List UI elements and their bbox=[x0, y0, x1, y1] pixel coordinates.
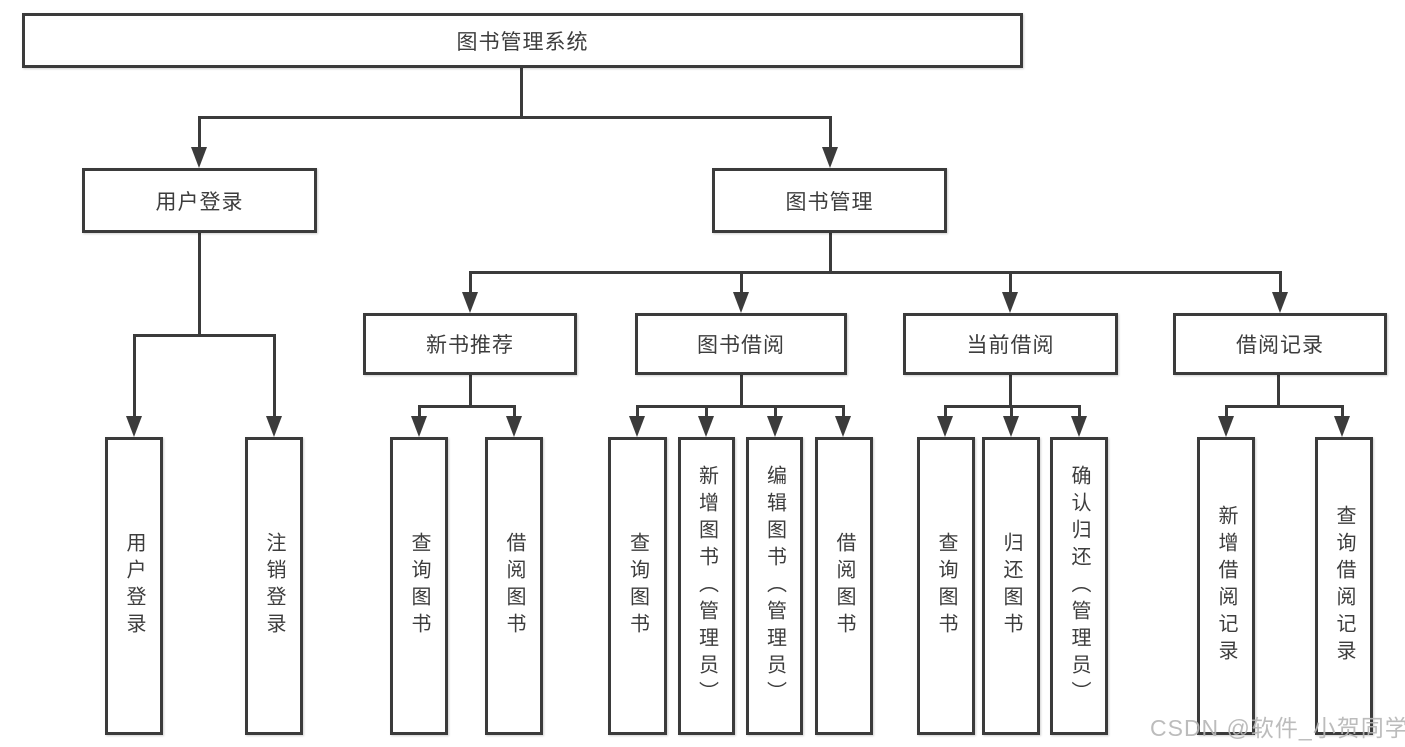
node-book-management: 图书管理 bbox=[712, 168, 947, 233]
arrowhead bbox=[698, 416, 714, 437]
leaf-records-add-label: 新增借阅记录 bbox=[1215, 505, 1237, 667]
arrowhead bbox=[1003, 416, 1019, 437]
edge-newbooks-split bbox=[418, 405, 516, 408]
edge-bookmgmt-drop3 bbox=[1009, 271, 1012, 295]
node-root: 图书管理系统 bbox=[22, 13, 1023, 68]
node-new-book-recommend-label: 新书推荐 bbox=[426, 334, 514, 357]
leaf-borrow-borrow: 借阅图书 bbox=[815, 437, 873, 735]
leaf-records-add: 新增借阅记录 bbox=[1197, 437, 1255, 735]
leaf-borrow-add-admin: 新增图书（管理员） bbox=[678, 437, 735, 735]
leaf-current-return-label: 归还图书 bbox=[1000, 532, 1022, 640]
edge-borrow-stem bbox=[740, 375, 743, 408]
arrowhead bbox=[1071, 416, 1087, 437]
node-root-label: 图书管理系统 bbox=[456, 30, 589, 54]
edge-root-drop-right bbox=[829, 116, 832, 150]
edge-current-stem bbox=[1009, 375, 1012, 408]
edge-userlogin-split bbox=[133, 334, 276, 337]
arrowhead bbox=[733, 292, 749, 313]
leaf-newbooks-query: 查询图书 bbox=[390, 437, 448, 735]
arrowhead bbox=[411, 416, 427, 437]
edge-records-stem bbox=[1277, 375, 1280, 408]
edge-bookmgmt-split bbox=[469, 271, 1282, 274]
edge-borrow-drop3 bbox=[774, 405, 777, 419]
leaf-newbooks-borrow-label: 借阅图书 bbox=[503, 532, 525, 640]
arrowhead bbox=[629, 416, 645, 437]
leaf-borrow-add-admin-label: 新增图书（管理员） bbox=[695, 464, 718, 708]
edge-borrow-drop4 bbox=[842, 405, 845, 419]
edge-root-split bbox=[198, 116, 832, 119]
leaf-records-query: 查询借阅记录 bbox=[1315, 437, 1373, 735]
node-current-borrow-label: 当前借阅 bbox=[966, 334, 1055, 357]
arrowhead bbox=[1334, 416, 1350, 437]
edge-current-drop1 bbox=[944, 405, 947, 419]
leaf-records-query-label: 查询借阅记录 bbox=[1333, 505, 1355, 667]
leaf-newbooks-query-label: 查询图书 bbox=[408, 532, 430, 640]
edge-records-drop2 bbox=[1341, 405, 1344, 419]
arrowhead bbox=[191, 147, 207, 168]
edge-userlogin-stem bbox=[198, 233, 201, 336]
edge-root-stem bbox=[520, 68, 523, 118]
arrowhead bbox=[506, 416, 522, 437]
csdn-watermark: CSDN @软件_小贺同学 bbox=[1150, 715, 1405, 741]
edge-current-drop3 bbox=[1078, 405, 1081, 419]
leaf-user-login: 用户登录 bbox=[105, 437, 163, 735]
arrowhead bbox=[835, 416, 851, 437]
leaf-user-login-label: 用户登录 bbox=[123, 532, 145, 640]
edge-records-split bbox=[1225, 405, 1344, 408]
edge-borrow-drop2 bbox=[705, 405, 708, 419]
node-user-login: 用户登录 bbox=[82, 168, 317, 233]
arrowhead bbox=[1272, 292, 1288, 313]
edge-newbooks-stem bbox=[469, 375, 472, 408]
leaf-current-confirm-admin: 确认归还（管理员） bbox=[1050, 437, 1108, 735]
arrowhead bbox=[462, 292, 478, 313]
leaf-current-return: 归还图书 bbox=[982, 437, 1040, 735]
edge-bookmgmt-stem bbox=[829, 233, 832, 274]
leaf-current-query: 查询图书 bbox=[917, 437, 975, 735]
arrowhead bbox=[767, 416, 783, 437]
leaf-borrow-query-label: 查询图书 bbox=[626, 532, 649, 640]
leaf-borrow-query: 查询图书 bbox=[608, 437, 667, 735]
leaf-logout-label: 注销登录 bbox=[263, 532, 285, 640]
arrowhead bbox=[937, 416, 953, 437]
edge-current-drop2 bbox=[1010, 405, 1013, 419]
edge-root-drop-left bbox=[198, 116, 201, 150]
edge-records-drop1 bbox=[1225, 405, 1228, 419]
edge-bookmgmt-drop4 bbox=[1279, 271, 1282, 295]
node-borrow-records-label: 借阅记录 bbox=[1236, 334, 1324, 357]
arrowhead bbox=[1002, 292, 1018, 313]
leaf-borrow-edit-admin-label: 编辑图书（管理员） bbox=[763, 464, 786, 708]
arrowhead bbox=[1218, 416, 1234, 437]
leaf-logout: 注销登录 bbox=[245, 437, 303, 735]
leaf-current-query-label: 查询图书 bbox=[935, 532, 957, 640]
node-borrow-records: 借阅记录 bbox=[1173, 313, 1387, 375]
arrowhead bbox=[822, 147, 838, 168]
node-book-management-label: 图书管理 bbox=[785, 190, 874, 214]
edge-userlogin-drop1 bbox=[133, 334, 136, 418]
node-user-login-label: 用户登录 bbox=[155, 190, 244, 214]
leaf-borrow-borrow-label: 借阅图书 bbox=[833, 532, 855, 640]
edge-newbooks-drop2 bbox=[513, 405, 516, 419]
edge-borrow-drop1 bbox=[636, 405, 639, 419]
node-current-borrow: 当前借阅 bbox=[903, 313, 1118, 375]
leaf-current-confirm-admin-label: 确认归还（管理员） bbox=[1068, 464, 1090, 708]
edge-borrow-split bbox=[636, 405, 845, 408]
arrowhead bbox=[266, 416, 282, 437]
node-new-book-recommend: 新书推荐 bbox=[363, 313, 577, 375]
node-book-borrow-label: 图书借阅 bbox=[697, 334, 785, 357]
arrowhead bbox=[126, 416, 142, 437]
edge-userlogin-drop2 bbox=[273, 334, 276, 418]
leaf-newbooks-borrow: 借阅图书 bbox=[485, 437, 543, 735]
leaf-borrow-edit-admin: 编辑图书（管理员） bbox=[746, 437, 803, 735]
node-book-borrow: 图书借阅 bbox=[635, 313, 847, 375]
edge-bookmgmt-drop2 bbox=[740, 271, 743, 295]
edge-newbooks-drop1 bbox=[418, 405, 421, 419]
edge-bookmgmt-drop1 bbox=[469, 271, 472, 295]
